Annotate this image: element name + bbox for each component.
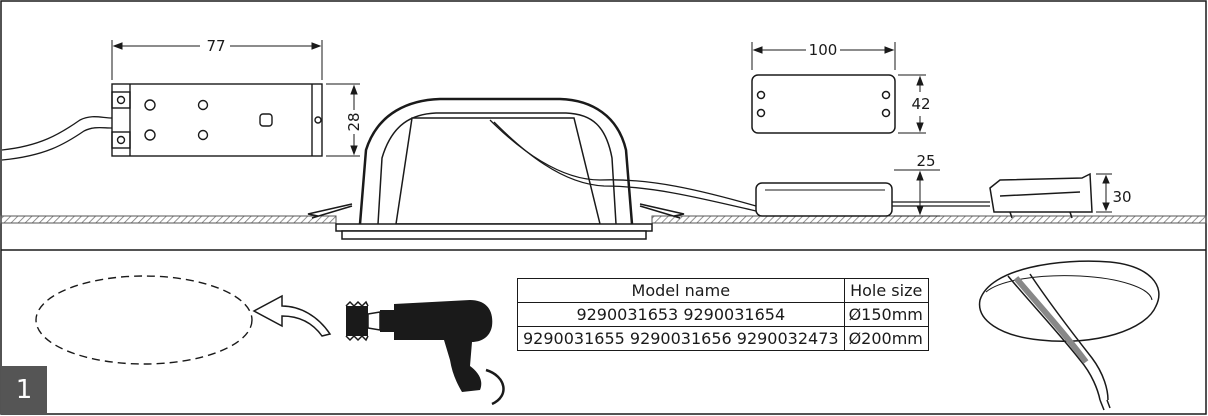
header-hole-size: Hole size xyxy=(843,278,929,303)
hole-cell: Ø200mm xyxy=(843,326,929,351)
spec-table: Model name Hole size 9290031653 92900316… xyxy=(517,278,929,351)
label-driver-height: 28 xyxy=(345,112,363,131)
downlight xyxy=(307,97,757,240)
cable-through-hole xyxy=(978,260,1160,411)
header-model-name: Model name xyxy=(517,278,845,303)
junction-box-side xyxy=(755,182,990,217)
dim-driver-length xyxy=(111,40,323,80)
model-cell: 9290031655 9290031656 9290032473 xyxy=(517,326,845,351)
table-row: 9290031655 9290031656 9290032473 Ø200mm xyxy=(517,326,929,351)
label-box-width: 100 xyxy=(809,41,838,59)
label-box-depth: 25 xyxy=(916,152,935,170)
hole-cell: Ø150mm xyxy=(843,302,929,327)
dim-box-height xyxy=(898,74,926,134)
hole-outline xyxy=(35,275,253,365)
dim-box-width xyxy=(751,42,896,70)
dim-connector-height xyxy=(1096,173,1112,213)
junction-box-top xyxy=(751,74,896,134)
dim-box-depth xyxy=(894,169,940,217)
curved-arrow-icon xyxy=(252,294,332,337)
drill-icon xyxy=(345,300,505,406)
table-row: 9290031653 9290031654 Ø150mm xyxy=(517,302,929,327)
dim-driver-height xyxy=(326,83,360,157)
step-badge: 1 xyxy=(1,366,47,414)
driver-unit xyxy=(1,83,323,161)
label-connector-height: 30 xyxy=(1112,188,1131,206)
label-box-height: 42 xyxy=(911,95,930,113)
model-cell: 9290031653 9290031654 xyxy=(517,302,845,327)
label-driver-length: 77 xyxy=(206,37,225,55)
connector xyxy=(989,172,1093,219)
